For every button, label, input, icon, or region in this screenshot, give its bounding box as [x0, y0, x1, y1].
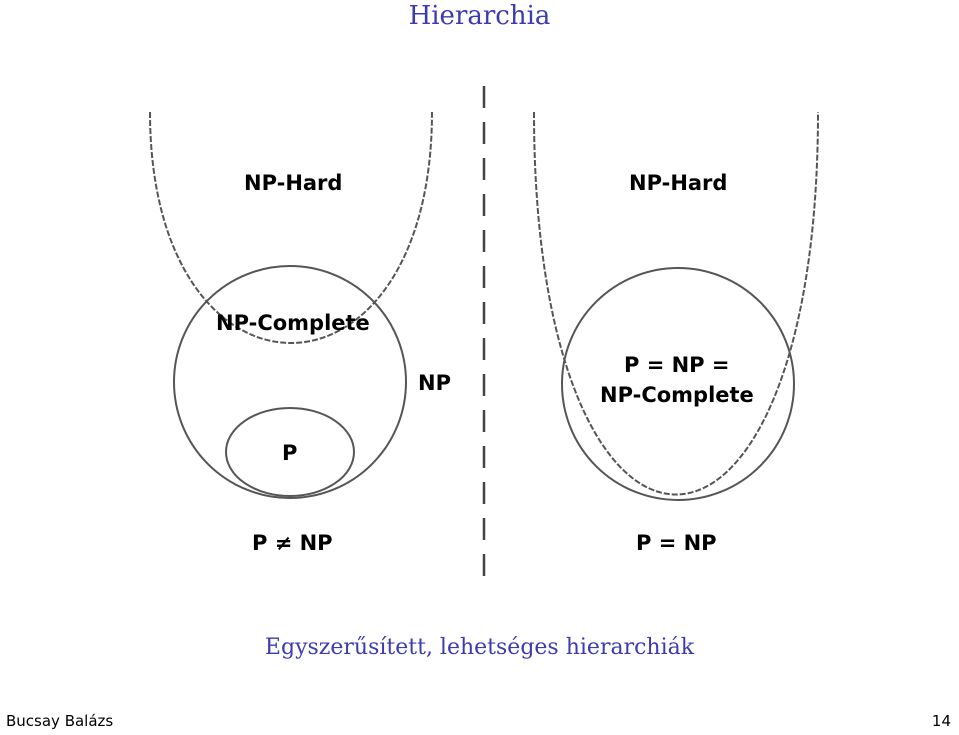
right-np-hard-label: NP-Hard [629, 171, 727, 195]
right-np-hard-boundary [533, 111, 819, 496]
left-np-complete-label: NP-Complete [216, 311, 370, 335]
footer-page-number: 14 [931, 712, 951, 730]
slide-title: Hierarchia [408, 1, 551, 31]
right-relation-label: P = NP [636, 531, 717, 555]
left-np-hard-boundary [149, 111, 433, 344]
right-merged-label-line1: P = NP = [624, 353, 729, 377]
right-merged-circle [561, 267, 795, 501]
left-relation-label: P ≠ NP [252, 531, 333, 555]
left-np-label: NP [418, 371, 451, 395]
right-merged-label-line2: NP-Complete [600, 383, 754, 407]
footer-author: Bucsay Balázs [6, 712, 114, 730]
left-p-label: P [282, 441, 297, 465]
left-np-hard-label: NP-Hard [244, 171, 342, 195]
left-np-circle [173, 265, 407, 499]
slide-caption: Egyszerűsített, lehetséges hierarchiák [264, 635, 695, 660]
left-p-ellipse [225, 407, 355, 497]
